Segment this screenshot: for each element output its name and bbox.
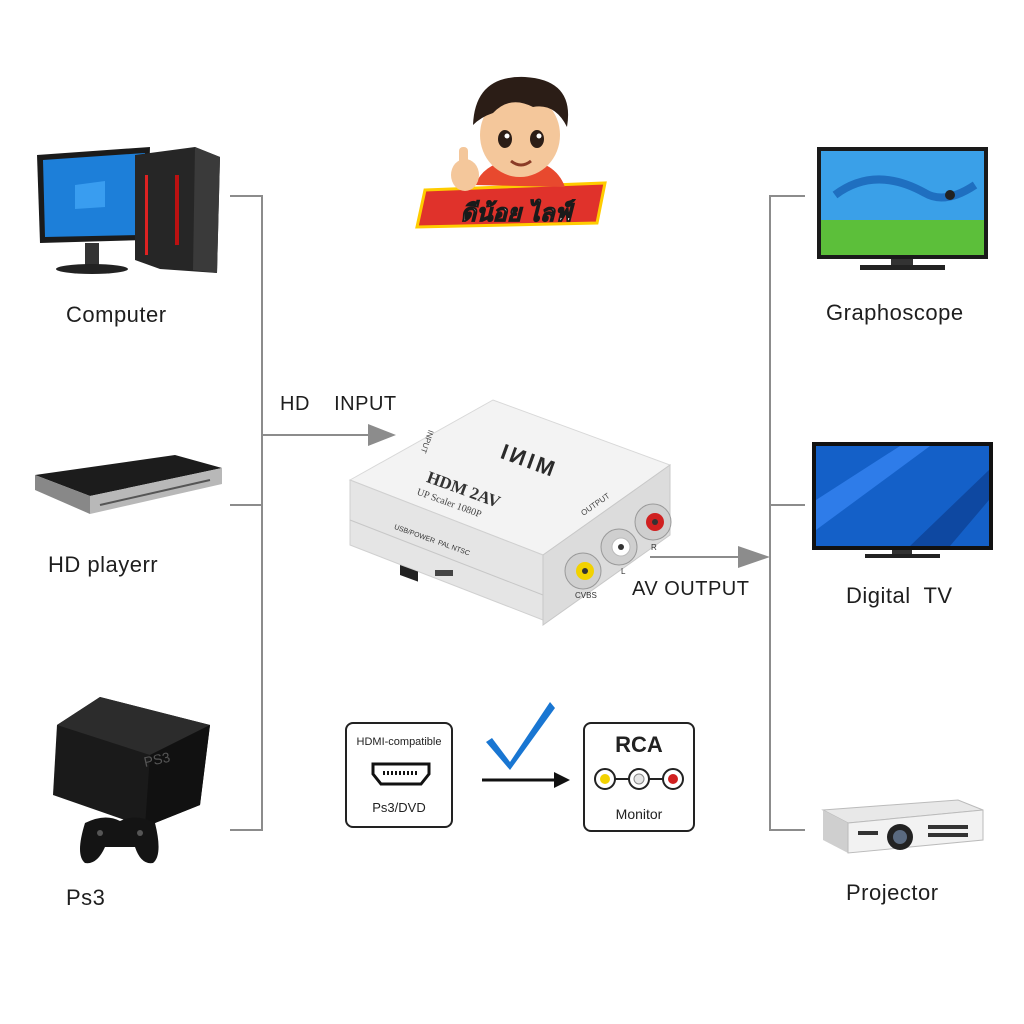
output-digital-tv: [810, 440, 995, 560]
converter-device: MINI HDM 2AV UP Scaler 1080P INPUT OUTPU…: [345, 395, 675, 630]
output-graphoscope: [815, 145, 990, 275]
source-label-hd-player: HD playerr: [48, 552, 159, 577]
rca-jack-red: [634, 503, 672, 541]
hdmi-box-title: HDMI-compatible: [356, 736, 442, 748]
mascot-icon: [415, 76, 607, 229]
compat-arrow: [482, 702, 570, 788]
checkmark-icon: [486, 702, 555, 770]
projector-icon: [821, 799, 984, 854]
rca-monitor-box: RCA Monitor: [583, 722, 695, 832]
device-cvbs-label: CVBS: [575, 591, 597, 600]
hdmi-source-box: HDMI-compatible Ps3/DVD: [345, 722, 453, 828]
input-arrow-icon: [368, 424, 396, 446]
rca-jack-white: [600, 528, 638, 566]
hd-player-icon: [35, 455, 222, 514]
rca-jack-yellow: [564, 552, 602, 590]
output-arrow-icon: [738, 546, 770, 568]
rca-box-title: RCA: [615, 732, 663, 757]
output-label-digital-tv: Digital TV: [846, 583, 953, 608]
ps3-icon: PS3: [53, 697, 210, 864]
device-l-label: L: [621, 567, 626, 576]
output-label-graphoscope: Graphoscope: [826, 300, 964, 325]
converter-box-icon: [348, 399, 672, 626]
brand-logo: ดีน้อย ไลฟ์: [415, 65, 610, 230]
svg-text:PS3: PS3: [142, 749, 171, 770]
tv-icon: [817, 147, 988, 270]
input-label: HD INPUT: [280, 393, 397, 415]
computer-icon: [37, 147, 220, 274]
output-label: AV OUTPUT: [632, 578, 750, 600]
device-r-label: R: [651, 543, 657, 552]
source-computer: [35, 145, 225, 280]
hdmi-box-sub: Ps3/DVD: [372, 800, 426, 815]
right-arrow-icon: [554, 772, 570, 788]
source-ps3: PS3: [45, 695, 215, 875]
source-label-ps3: Ps3: [66, 885, 106, 910]
source-hd-player: [30, 450, 225, 525]
logo-text: ดีน้อย ไลฟ์: [460, 200, 572, 228]
digital-tv-icon: [812, 442, 993, 558]
source-label-computer: Computer: [66, 302, 167, 327]
output-label-projector: Projector: [846, 880, 939, 905]
rca-ports-icon: [594, 768, 684, 790]
rca-box-sub: Monitor: [615, 806, 663, 822]
hdmi-port-icon: [371, 762, 431, 786]
output-projector: [818, 795, 988, 860]
